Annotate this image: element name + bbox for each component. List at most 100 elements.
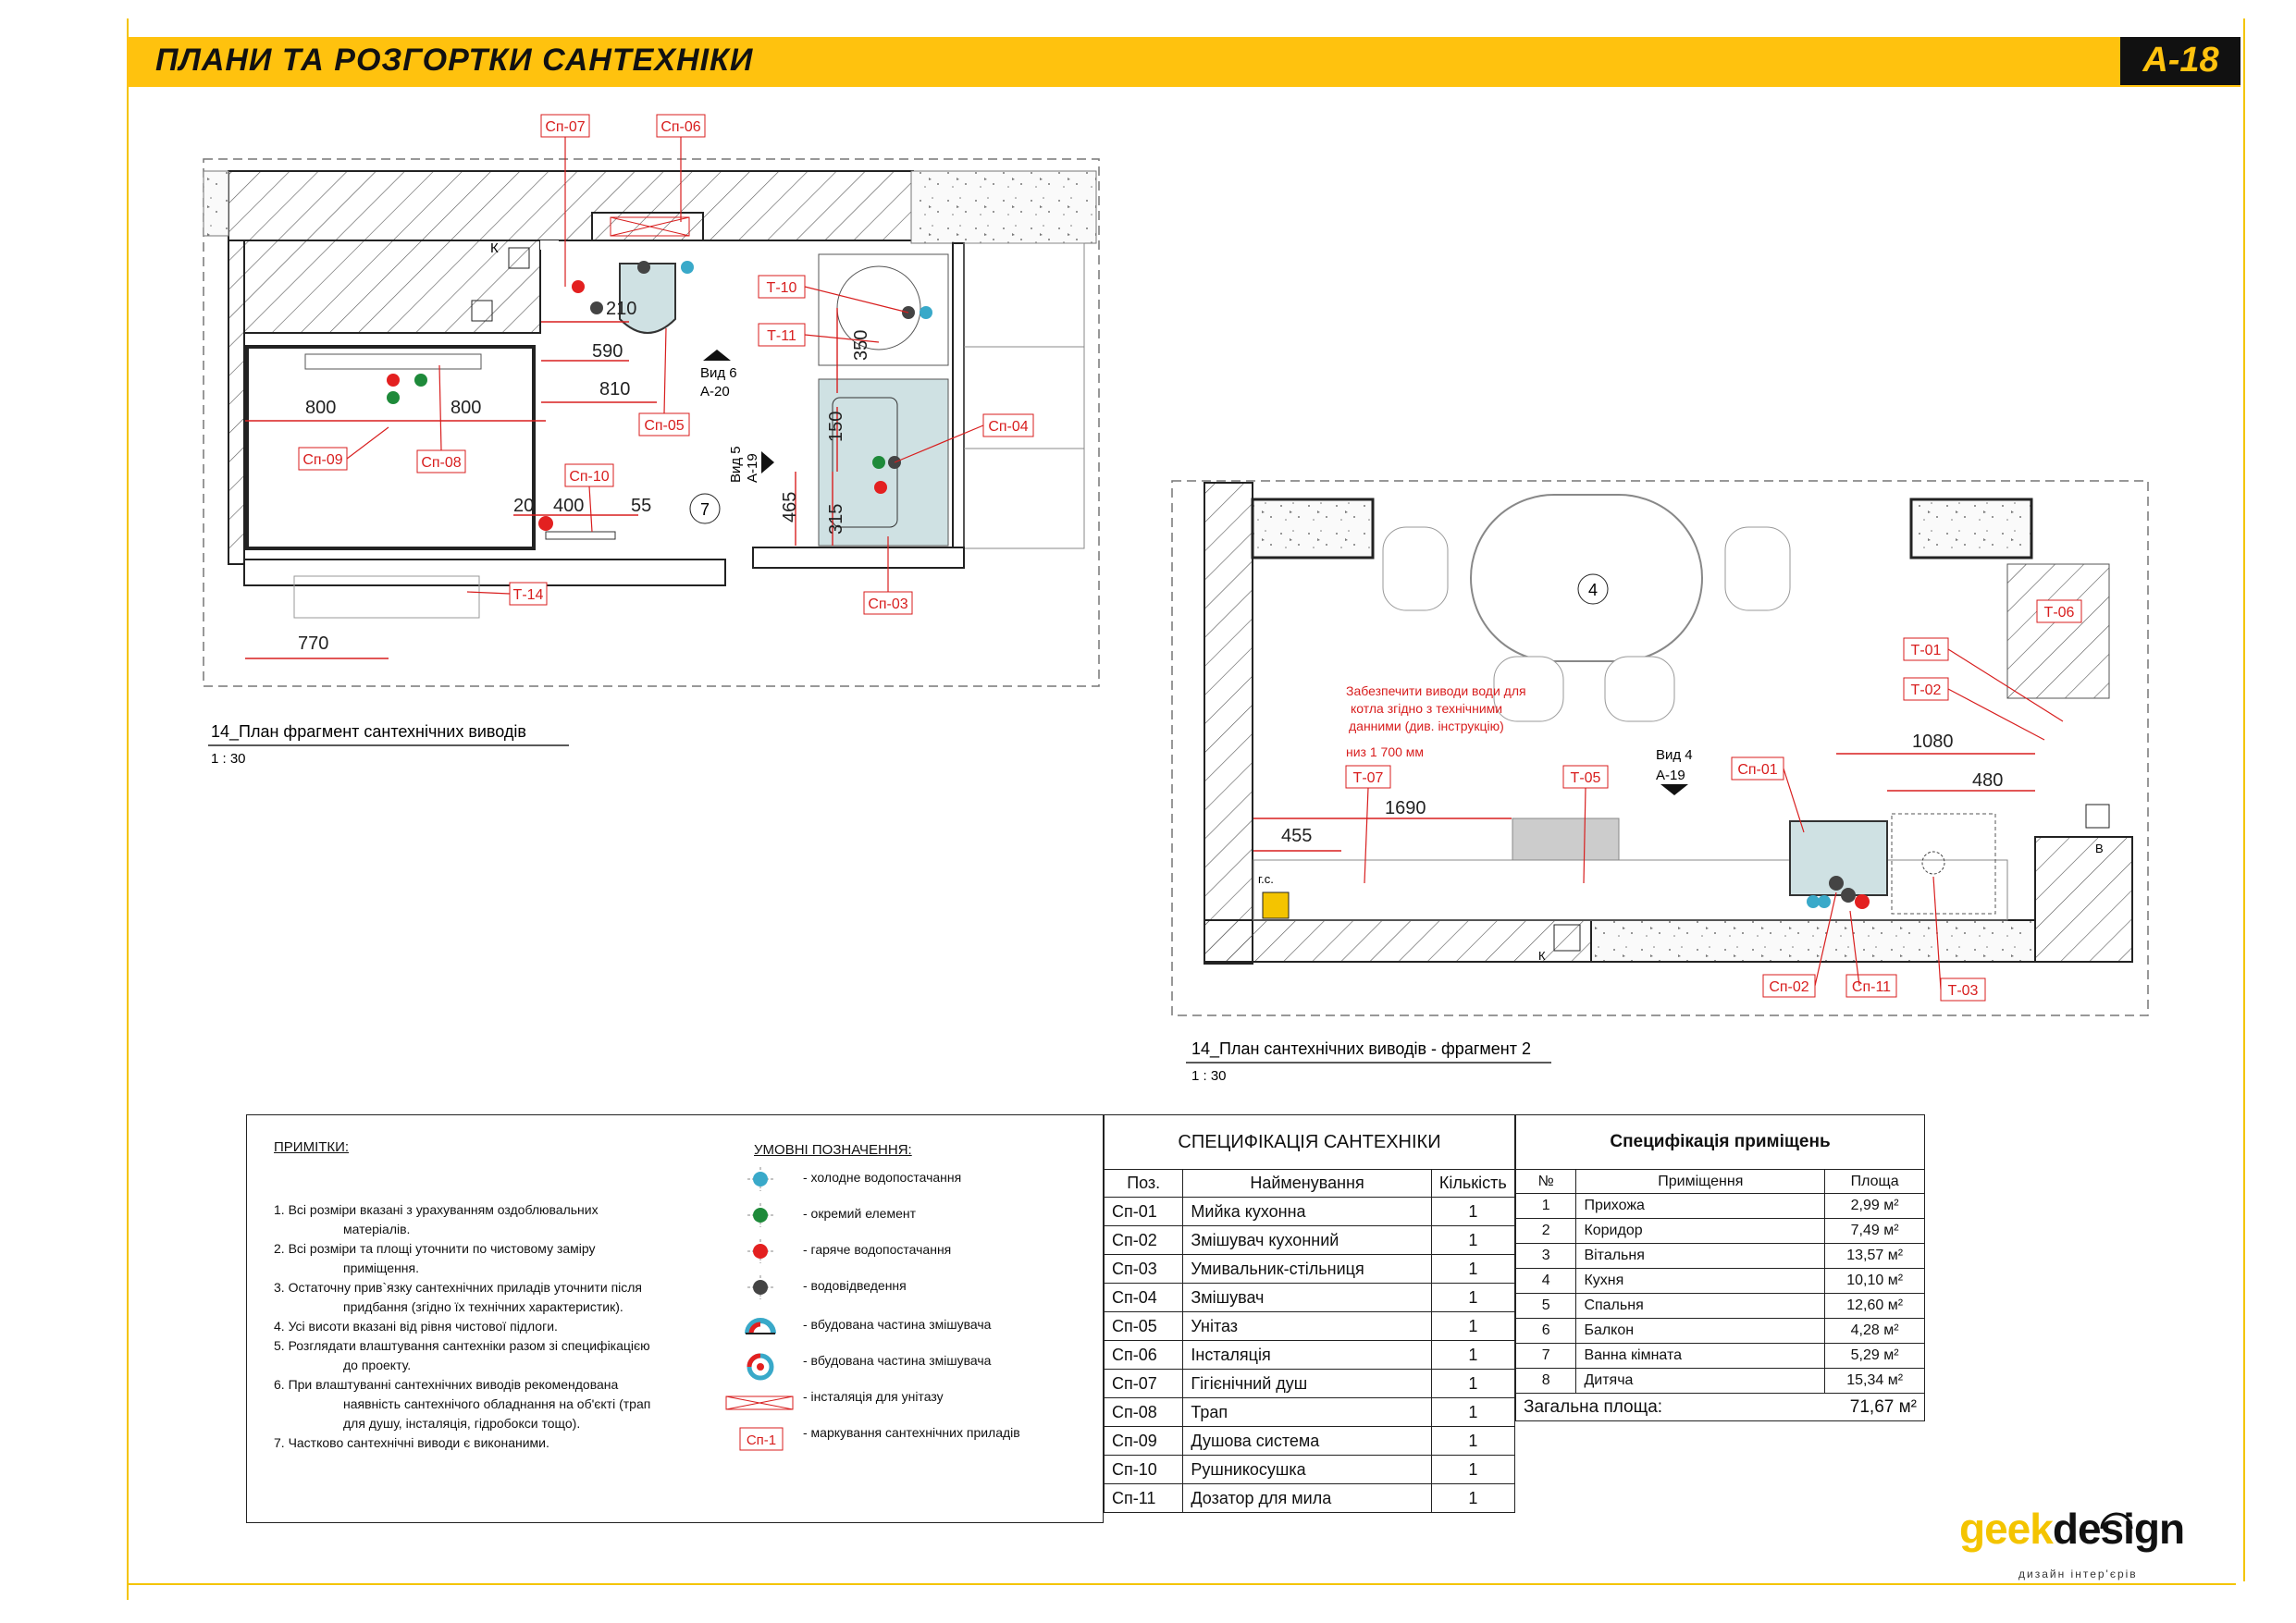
spec-cell: Сп-03 (1103, 1254, 1184, 1284)
note-item: 3. Остаточну прив`язку сантехнічних прил… (274, 1280, 643, 1314)
spec-cell: 1 (1430, 1254, 1516, 1284)
drain-icon (747, 1275, 773, 1299)
rooms-title: Специфікація приміщень (1515, 1114, 1925, 1170)
plan-2: 4 1690 455 1080 480 Забезпечити вивод (1171, 480, 2149, 1016)
toilet-installation-icon (725, 1396, 794, 1410)
note-item: 5. Розглядати влаштування сантехніки раз… (274, 1338, 650, 1372)
frame-right-border (2243, 18, 2245, 1581)
rooms-cell: 7 (1514, 1343, 1577, 1369)
plan2-note-line: низ 1 700 мм (1346, 744, 1424, 759)
spec-cell: Сп-07 (1103, 1369, 1184, 1398)
plan-1: 7 210 590 810 800 800 20 400 55 350 150 (203, 114, 1100, 687)
spec-header: Кількість (1430, 1169, 1516, 1198)
spec-cell: Сп-06 (1103, 1340, 1184, 1370)
plan1-tag: Сп-10 (569, 469, 609, 485)
spec-cell: Змішувач (1182, 1283, 1432, 1312)
notes-list: 1. Всі розміри вказані з урахуванням озд… (274, 1200, 690, 1453)
spec-cell: 1 (1430, 1340, 1516, 1370)
plan2-note-line: данними (див. інструкцію) (1349, 719, 1504, 733)
plan1-room-number: 7 (700, 500, 710, 519)
plan2-tag: Т-02 (1911, 682, 1942, 698)
spec-cell: 1 (1430, 1455, 1516, 1484)
legend-label: - холодне водопостачання (803, 1170, 962, 1185)
spec-cell: 1 (1430, 1426, 1516, 1456)
plan2-tag: Т-03 (1948, 983, 1979, 999)
plan1-dim: 770 (298, 633, 328, 654)
rooms-header: Приміщення (1575, 1169, 1826, 1194)
plan1-dim: 800 (451, 398, 481, 418)
spec-cell: Рушникосушка (1182, 1455, 1432, 1484)
rooms-cell: 5 (1514, 1293, 1577, 1319)
spec-cell: Сп-10 (1103, 1455, 1184, 1484)
separate-element-icon (747, 1203, 773, 1227)
plan2-dim: 1690 (1385, 798, 1426, 818)
rooms-cell: 7,49 м² (1824, 1218, 1925, 1244)
mixer-builtin-icon (745, 1318, 776, 1334)
hot-water-icon (747, 1239, 773, 1263)
legend-labels: - холодне водопостачання - окремий елеме… (803, 1170, 1020, 1461)
plan2-tag: Т-01 (1911, 643, 1942, 658)
rooms-cell: Спальня (1575, 1293, 1826, 1319)
rooms-cell: 4,28 м² (1824, 1318, 1925, 1344)
plan2-note-line: Забезпечити виводи води для (1346, 683, 1526, 698)
spec-cell: Трап (1182, 1397, 1432, 1427)
plan2-room-number: 4 (1588, 581, 1598, 599)
rooms-cell: 3 (1514, 1243, 1577, 1269)
plan1-view6: Вид 6 (700, 365, 737, 381)
plan1-dim: 315 (826, 504, 846, 535)
rooms-cell: Коридор (1575, 1218, 1826, 1244)
plan1-tag: Сп-05 (644, 418, 684, 434)
plan2-k-mark: К (1538, 949, 1546, 963)
spec-cell: Мийка кухонна (1182, 1197, 1432, 1226)
legend-label: - гаряче водопостачання (803, 1242, 952, 1257)
plan1-view5: Вид 5 (728, 446, 744, 483)
page-title: ПЛАНИ ТА РОЗГОРТКИ САНТЕХНІКИ (155, 43, 754, 78)
spec-cell: Сп-05 (1103, 1311, 1184, 1341)
spec-cell: Сп-01 (1103, 1197, 1184, 1226)
plan1-tag: Т-10 (767, 280, 797, 296)
rooms-cell: 10,10 м² (1824, 1268, 1925, 1294)
spec-cell: Змішувач кухонний (1182, 1225, 1432, 1255)
legend-title: УМОВНІ ПОЗНАЧЕННЯ: (754, 1142, 912, 1158)
sheet-code: А-18 (2142, 41, 2219, 80)
rooms-cell: 2,99 м² (1824, 1193, 1925, 1219)
rooms-cell: 12,60 м² (1824, 1293, 1925, 1319)
plan1-dim: 350 (851, 330, 871, 361)
rooms-total-value: 71,67 м² (1824, 1393, 1925, 1421)
plan1-dim: 465 (780, 492, 800, 523)
rooms-header: № (1514, 1169, 1577, 1194)
drawing-canvas: 7 210 590 810 800 800 20 400 55 350 150 (203, 114, 2149, 1084)
spec-cell: Сп-02 (1103, 1225, 1184, 1255)
rooms-cell: 15,34 м² (1824, 1368, 1925, 1394)
spec-cell: Сп-09 (1103, 1426, 1184, 1456)
rooms-cell: 1 (1514, 1193, 1577, 1219)
frame-left-border (127, 18, 129, 1600)
spec-cell: 1 (1430, 1311, 1516, 1341)
plan2-tag: Сп-11 (1852, 979, 1891, 995)
rooms-cell: 13,57 м² (1824, 1243, 1925, 1269)
plan2-scale: 1 : 30 (1191, 1068, 1227, 1084)
rooms-total-label: Загальна площа: (1514, 1393, 1825, 1421)
plan2-view4-ref: А-19 (1656, 768, 1685, 783)
plan1-dim: 150 (826, 412, 846, 442)
spec-cell: Сп-11 (1103, 1483, 1184, 1513)
rooms-cell: Прихожа (1575, 1193, 1826, 1219)
sheet-code-box (2120, 37, 2240, 85)
rooms-cell: Вітальня (1575, 1243, 1826, 1269)
plan2-tag: Т-05 (1571, 770, 1601, 786)
legend-label: - маркування сантехнічних приладів (803, 1425, 1020, 1440)
spec-cell: 1 (1430, 1225, 1516, 1255)
title-band (127, 37, 2120, 85)
rooms-cell: Балкон (1575, 1318, 1826, 1344)
spec-cell: Умивальник-стільниця (1182, 1254, 1432, 1284)
frame-bottom-border (127, 1583, 2236, 1585)
note-item: 7. Частково сантехнічні виводи є виконан… (274, 1435, 549, 1450)
plan1-dim: 20 (513, 496, 534, 516)
